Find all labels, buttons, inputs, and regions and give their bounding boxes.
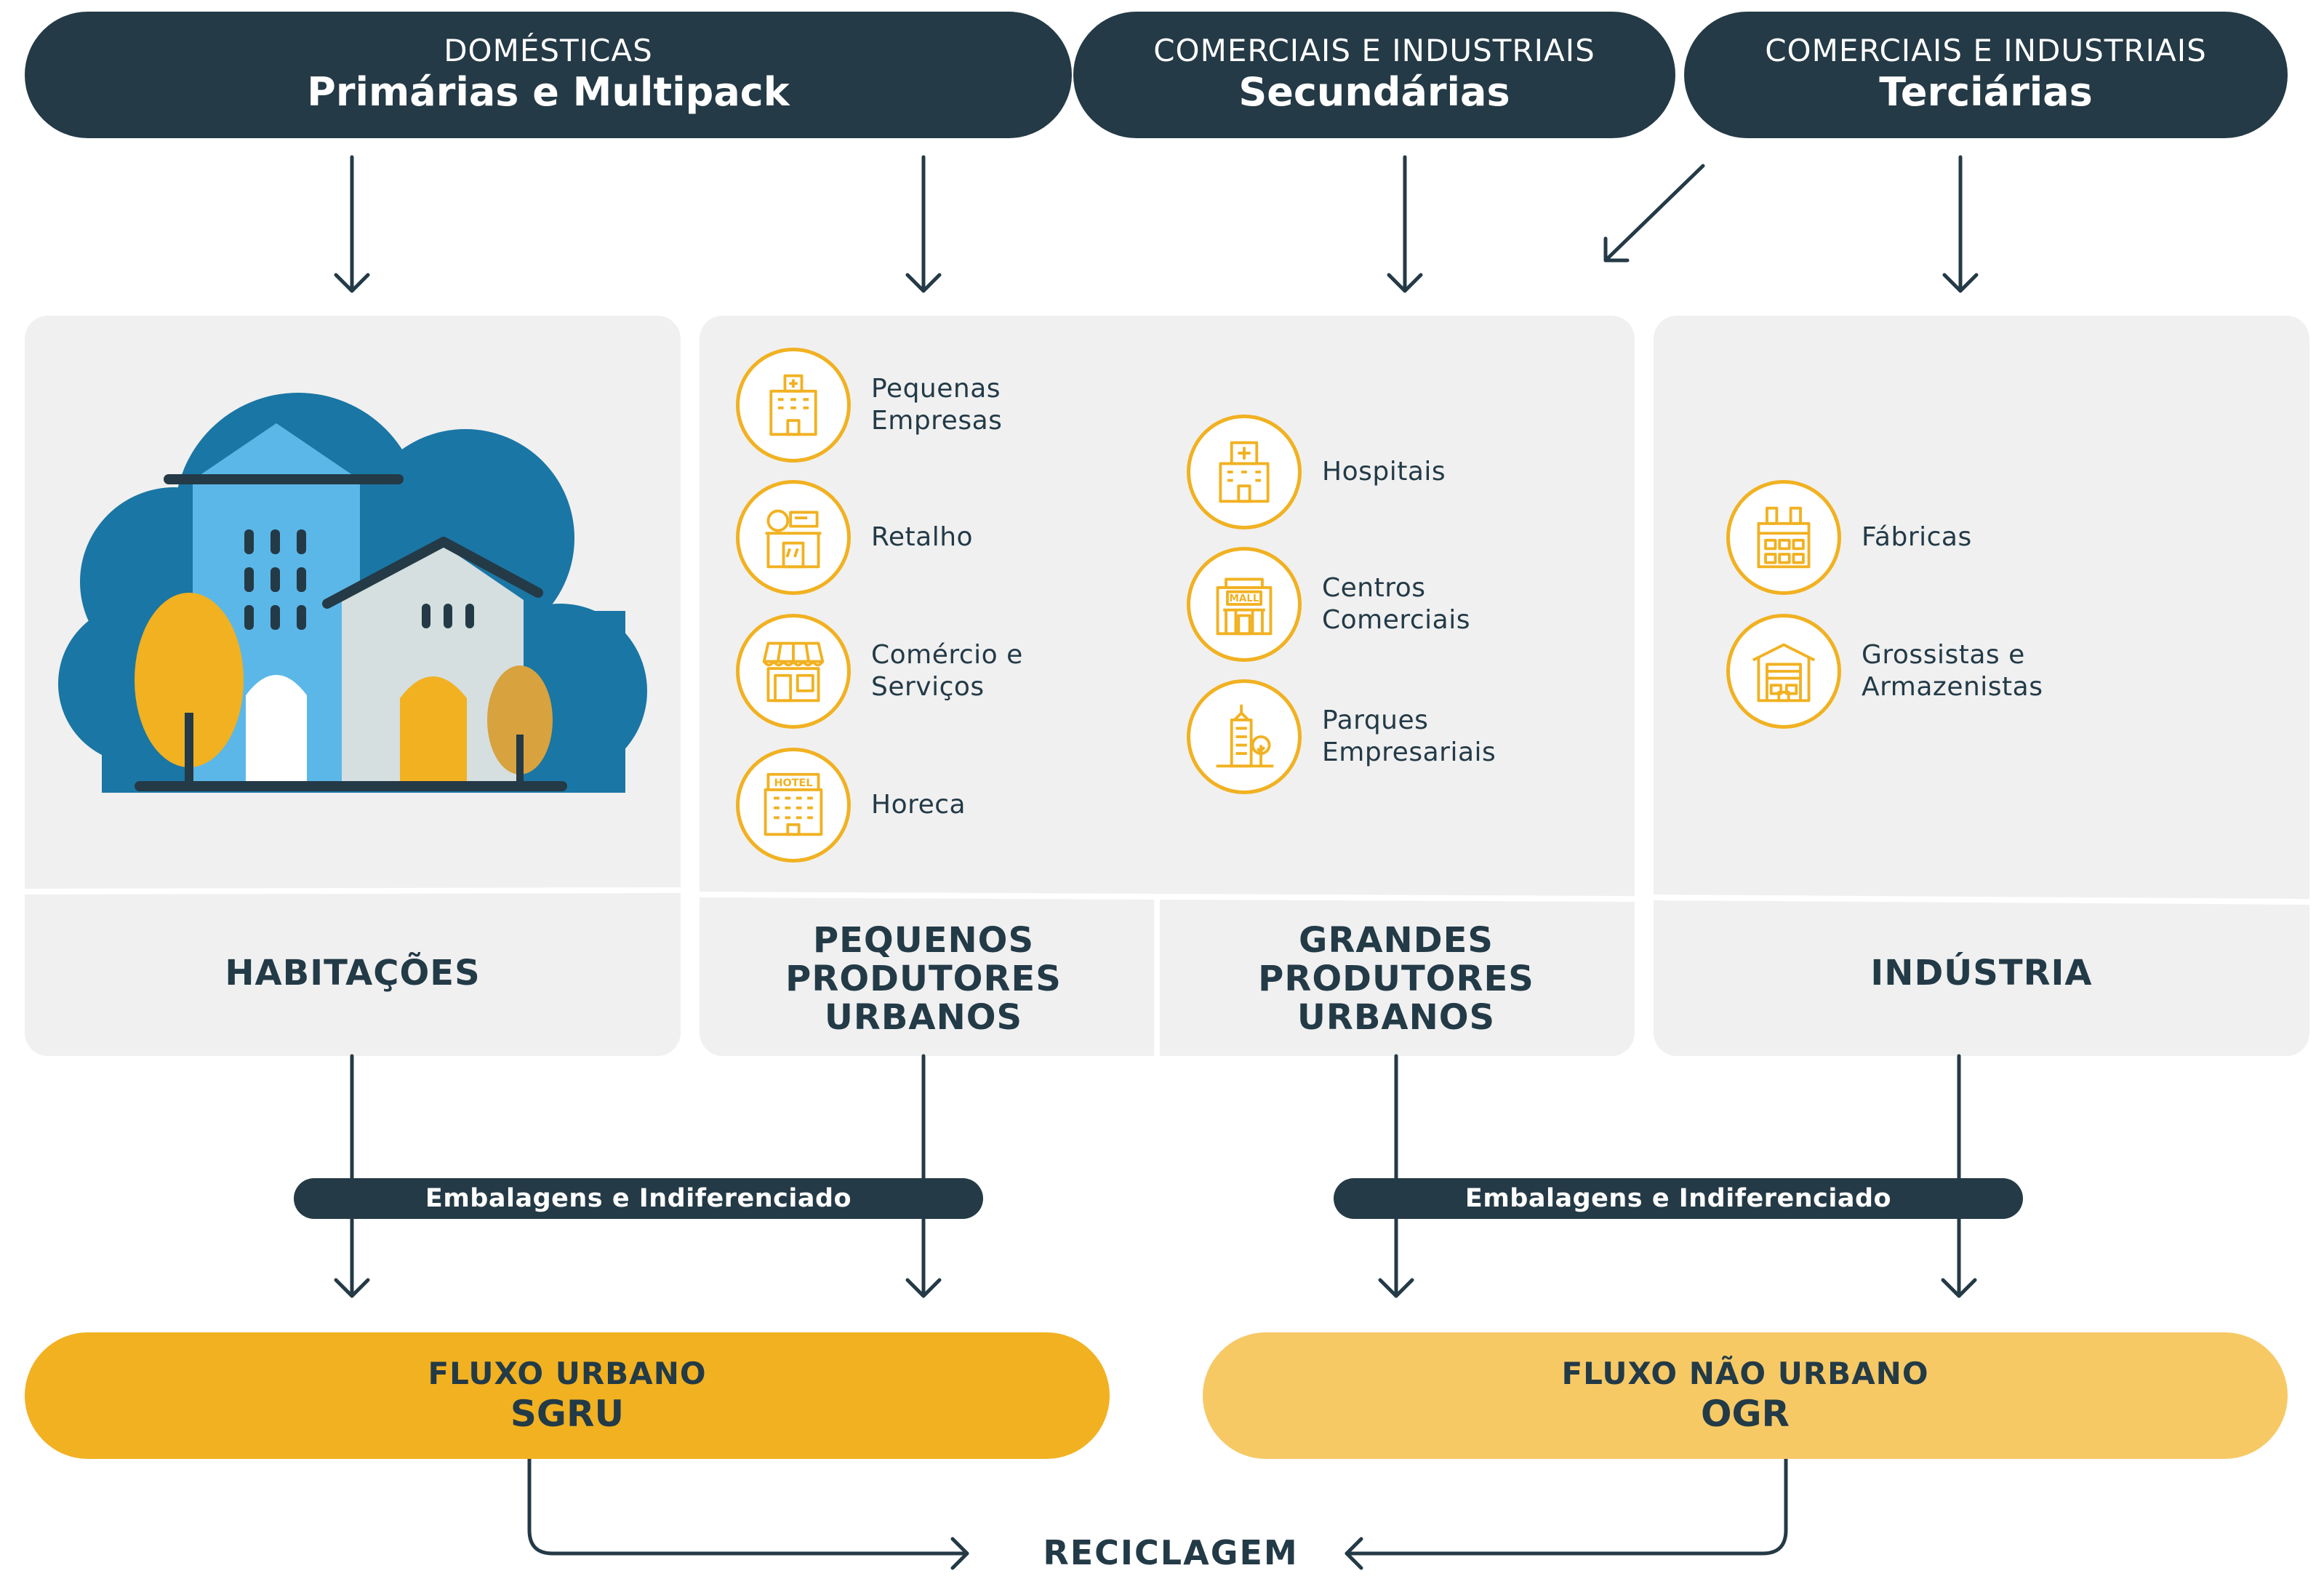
- grandes-label: GRANDES PRODUTORES URBANOS: [1258, 919, 1534, 1038]
- produtores-panel: [700, 316, 1635, 1056]
- office-building-icon: [736, 348, 851, 463]
- item-pequenas-empresas: Pequenas Empresas: [736, 348, 1060, 463]
- factory-icon: [1726, 480, 1841, 595]
- item-label: Hospitais: [1322, 457, 1446, 487]
- domesticas-header: DOMÉSTICAS Primárias e Multipack: [25, 12, 1072, 138]
- terciarias-title: COMERCIAIS E INDUSTRIAIS: [1765, 33, 2207, 69]
- houses-illustration: [58, 393, 647, 793]
- item-fabricas: Fábricas: [1726, 480, 2051, 595]
- band-left: Embalagens e Indiferenciado: [294, 1178, 983, 1219]
- item-centros-comerciais: MALL Centros Comerciais: [1187, 547, 1511, 662]
- shop-awning-icon: [736, 614, 851, 729]
- secundarias-header: COMERCIAIS E INDUSTRIAIS Secundárias: [1073, 12, 1675, 138]
- domesticas-title: DOMÉSTICAS: [444, 33, 653, 69]
- domesticas-subtitle: Primárias e Multipack: [307, 68, 790, 115]
- item-grossistas: Grossistas e Armazenistas: [1726, 614, 2051, 729]
- habitacoes-label: HABITAÇÕES: [225, 952, 481, 993]
- item-horeca: HOTEL Horeca: [736, 748, 1060, 863]
- item-label: Pequenas Empresas: [871, 374, 1003, 436]
- terciarias-header: COMERCIAIS E INDUSTRIAIS Terciárias: [1684, 12, 2288, 138]
- fluxo-nao-urbano-title: FLUXO NÃO URBANO: [1561, 1355, 1929, 1391]
- reciclagem-label: RECICLAGEM: [1043, 1533, 1299, 1572]
- svg-text:MALL: MALL: [1230, 593, 1259, 604]
- band-right: Embalagens e Indiferenciado: [1334, 1178, 2023, 1219]
- secundarias-title: COMERCIAIS E INDUSTRIAIS: [1153, 33, 1595, 69]
- fluxo-urbano-title: FLUXO URBANO: [428, 1355, 707, 1391]
- business-park-icon: [1187, 679, 1302, 794]
- fluxo-nao-urbano: FLUXO NÃO URBANO OGR: [1203, 1332, 2288, 1459]
- svg-text:HOTEL: HOTEL: [774, 777, 812, 789]
- item-label: Fábricas: [1862, 522, 1972, 552]
- item-label: Horeca: [871, 790, 966, 820]
- fluxo-urbano-code: SGRU: [510, 1393, 625, 1436]
- retail-store-icon: [736, 480, 851, 595]
- secundarias-subtitle: Secundárias: [1238, 68, 1510, 115]
- mall-icon: MALL: [1187, 547, 1302, 662]
- item-label: Parques Empresariais: [1322, 705, 1496, 767]
- item-label: Comércio e Serviços: [871, 640, 1023, 702]
- item-label: Centros Comerciais: [1322, 573, 1471, 635]
- item-retalho: Retalho: [736, 480, 1060, 595]
- pequenos-label: PEQUENOS PRODUTORES URBANOS: [785, 919, 1062, 1038]
- warehouse-icon: [1726, 614, 1841, 729]
- fluxo-nao-urbano-code: OGR: [1700, 1393, 1790, 1436]
- item-comercio-servicos: Comércio e Serviços: [736, 614, 1060, 729]
- item-parques-empresariais: Parques Empresariais: [1187, 679, 1511, 794]
- item-hospitais: Hospitais: [1187, 415, 1511, 529]
- terciarias-subtitle: Terciárias: [1879, 68, 2093, 115]
- industria-label: INDÚSTRIA: [1870, 952, 2093, 993]
- item-label: Grossistas e Armazenistas: [1862, 640, 2043, 702]
- hospital-icon: [1187, 415, 1302, 529]
- item-label: Retalho: [871, 522, 974, 552]
- hotel-icon: HOTEL: [736, 748, 851, 863]
- fluxo-urbano: FLUXO URBANO SGRU: [25, 1332, 1110, 1459]
